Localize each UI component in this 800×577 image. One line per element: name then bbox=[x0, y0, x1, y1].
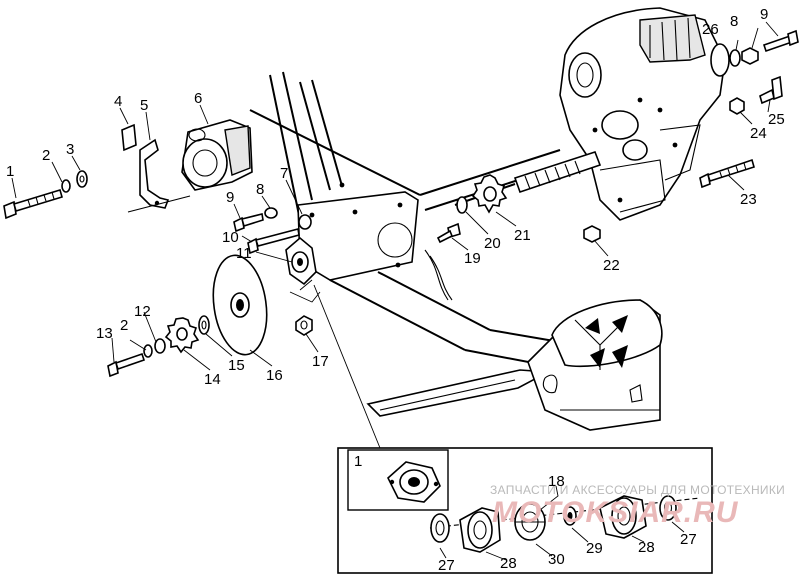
callout-13: 13 bbox=[96, 325, 113, 342]
callout-7: 7 bbox=[280, 165, 288, 182]
part-washer-2 bbox=[61, 179, 71, 193]
callout-8: 8 bbox=[256, 181, 264, 198]
callout-25: 25 bbox=[768, 111, 785, 128]
part-washer-26 bbox=[729, 49, 741, 67]
part-sprocket-14 bbox=[164, 317, 200, 354]
callout-23: 23 bbox=[740, 191, 757, 208]
part-nut-17 bbox=[295, 315, 313, 336]
part-bolt-9a bbox=[233, 213, 264, 233]
part-lockwasher-3 bbox=[76, 170, 88, 188]
callout-4: 4 bbox=[114, 93, 122, 110]
inset-part-flange-bearing-1 bbox=[387, 461, 441, 503]
callout-16: 16 bbox=[266, 367, 283, 384]
part-spacer-7 bbox=[298, 214, 312, 230]
callout-18: 18 bbox=[548, 473, 565, 490]
gearbox-housing bbox=[454, 7, 730, 221]
inset-part-collar-29 bbox=[563, 506, 577, 526]
part-flange-bearing-11 bbox=[285, 236, 321, 303]
callout-3: 3 bbox=[66, 141, 74, 158]
callout-10: 10 bbox=[222, 229, 239, 246]
right-mount-bracket bbox=[527, 299, 663, 431]
leader-lines bbox=[11, 21, 779, 449]
part-sprocket-21 bbox=[471, 174, 508, 214]
part-bolt-19 bbox=[436, 222, 461, 244]
inset-part-seal-27a bbox=[430, 513, 450, 543]
callout-20: 20 bbox=[484, 235, 501, 252]
callout-9: 9 bbox=[226, 189, 234, 206]
part-bolt-23 bbox=[699, 158, 755, 189]
callout-21: 21 bbox=[514, 227, 531, 244]
watermark-logo: MOTOKSIAR.RU bbox=[492, 496, 739, 529]
part-tag-4 bbox=[121, 123, 137, 152]
part-washer-2b bbox=[143, 344, 153, 358]
callout-11: 11 bbox=[236, 245, 252, 262]
part-nut-24 bbox=[729, 97, 745, 115]
callout-28a: 28 bbox=[500, 555, 517, 572]
part-pulley-disc-16 bbox=[212, 254, 268, 356]
callout-9b: 9 bbox=[760, 6, 768, 23]
inset-part-flange-28a bbox=[459, 507, 501, 553]
callout-28b: 28 bbox=[638, 539, 655, 556]
part-bolt-10 bbox=[247, 228, 300, 255]
part-nut-8b bbox=[741, 47, 759, 65]
part-bolt-13 bbox=[107, 352, 146, 378]
part-bolt-25 bbox=[759, 75, 783, 105]
callout-17: 17 bbox=[312, 353, 329, 370]
frame-structure bbox=[249, 71, 566, 417]
part-bolt-1 bbox=[3, 188, 63, 220]
callout-26: 26 bbox=[702, 21, 719, 38]
part-washer-20 bbox=[456, 196, 468, 214]
callout-12: 12 bbox=[134, 303, 151, 320]
callout-2b: 2 bbox=[120, 317, 128, 334]
callout-1: 1 bbox=[6, 163, 14, 180]
part-nut-8a bbox=[264, 207, 278, 219]
callout-27b: 27 bbox=[680, 531, 697, 548]
callout-5: 5 bbox=[140, 97, 148, 114]
callout-27a: 27 bbox=[438, 557, 455, 574]
part-washer-15 bbox=[198, 315, 210, 335]
callout-19: 19 bbox=[464, 250, 481, 267]
inset-part-bearing-30 bbox=[514, 503, 546, 541]
callout-22: 22 bbox=[603, 257, 620, 274]
part-nut-22 bbox=[583, 225, 601, 243]
detail-inset bbox=[337, 447, 713, 574]
part-lockwasher-12 bbox=[154, 338, 166, 354]
callout-1-inset: 1 bbox=[354, 453, 362, 470]
callout-29: 29 bbox=[586, 540, 603, 557]
callout-2: 2 bbox=[42, 147, 50, 164]
callout-14: 14 bbox=[204, 371, 221, 388]
inset-part-seal-27b bbox=[659, 495, 677, 521]
callout-8b: 8 bbox=[730, 13, 738, 30]
part-bracket-5 bbox=[127, 138, 191, 213]
callout-labels: 1 2 3 4 5 6 7 8 9 10 11 12 2 13 14 15 16… bbox=[6, 6, 785, 574]
callout-30: 30 bbox=[548, 551, 565, 568]
callout-15: 15 bbox=[228, 357, 245, 374]
watermark: ЗАПЧАСТИ И АКСЕССУАРЫ ДЛЯ МОТОТЕХНИКИ MO… bbox=[490, 483, 785, 529]
callout-24: 24 bbox=[750, 125, 767, 142]
inset-part-flange-28b bbox=[599, 495, 647, 539]
part-bolt-9b bbox=[762, 29, 799, 53]
callout-6: 6 bbox=[194, 90, 202, 107]
watermark-text: ЗАПЧАСТИ И АКСЕССУАРЫ ДЛЯ МОТОТЕХНИКИ bbox=[490, 483, 785, 497]
part-bearing-housing-6 bbox=[181, 119, 253, 191]
